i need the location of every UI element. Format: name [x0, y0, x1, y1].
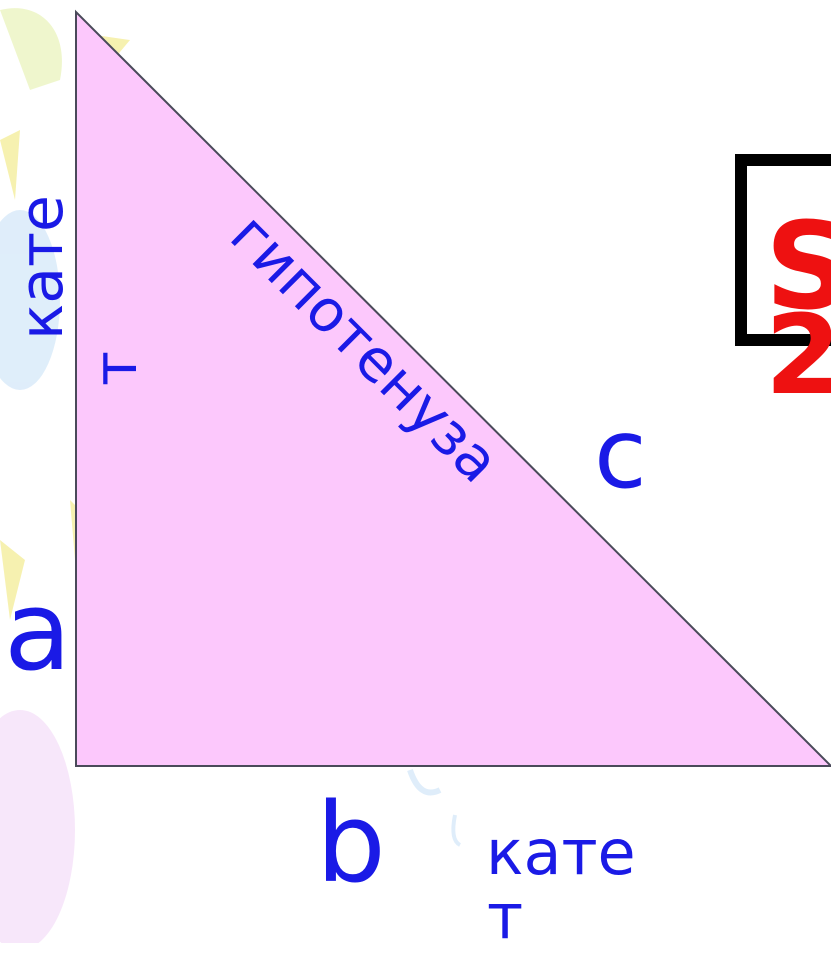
right-triangle: [75, 9, 831, 767]
bg-yellow-spike-4: [0, 540, 25, 620]
formula-line2: 2: [765, 291, 831, 419]
formula-frame: [735, 154, 831, 346]
background-decoration: [0, 8, 462, 943]
leg-b-word-part2: т: [487, 880, 524, 953]
bg-blue-blob: [0, 210, 60, 390]
bg-blue-arc-2: [451, 814, 462, 847]
leg-a-letter: a: [4, 567, 72, 695]
leg-b-word-part1: кате: [486, 816, 636, 889]
bg-purple-swirl: [0, 710, 75, 943]
leg-b-letter: b: [316, 779, 386, 907]
bg-blue-arc: [407, 768, 442, 796]
formula-line1: S: [765, 198, 831, 337]
hypotenuse-letter-c: c: [594, 398, 647, 510]
leg-a-word-part2: т: [81, 351, 151, 386]
bg-yellow-swirl-top: [0, 8, 62, 90]
leg-a-word-part1: кате: [7, 195, 77, 340]
bg-yellow-spike-2: [0, 130, 20, 200]
